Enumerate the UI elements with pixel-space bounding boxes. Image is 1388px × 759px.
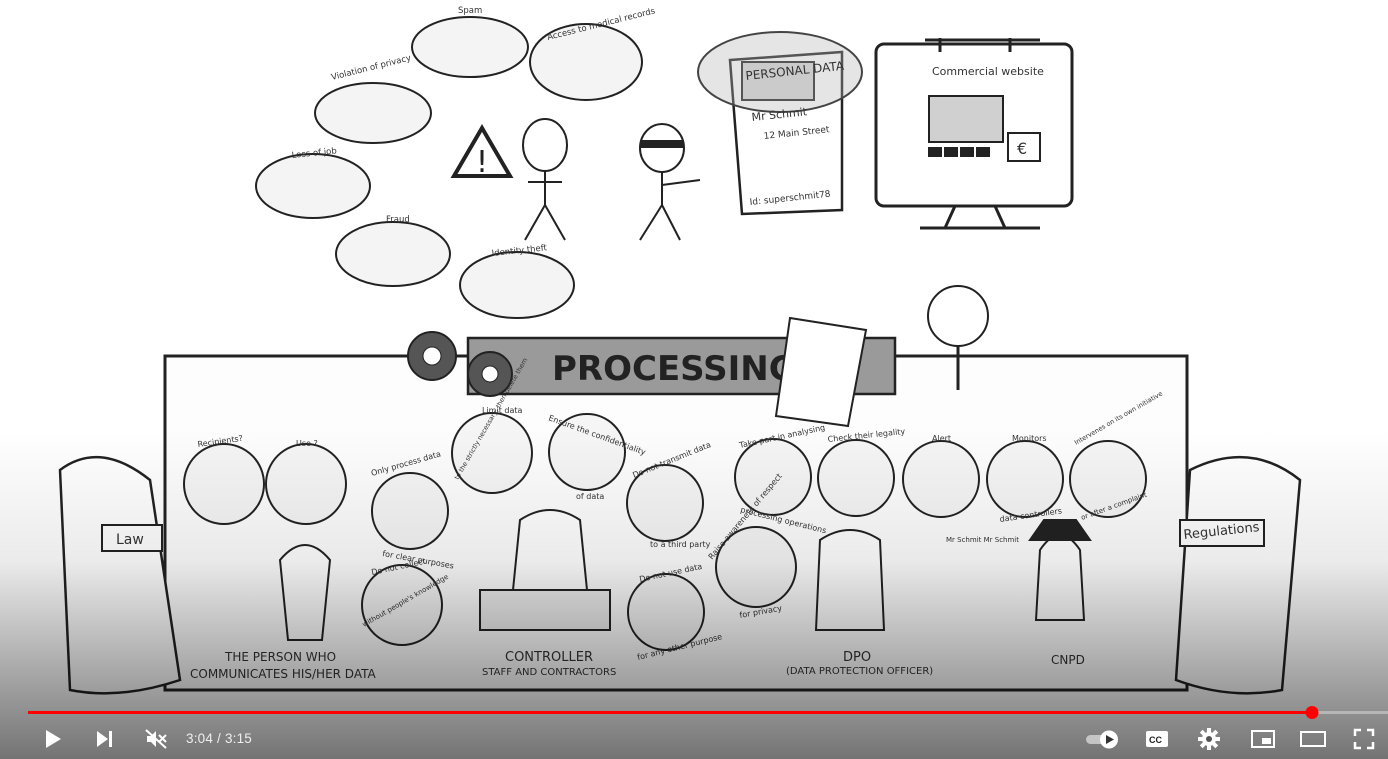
svg-text:Fraud: Fraud — [386, 215, 410, 225]
processing-banner-text: PROCESSING — [552, 349, 797, 389]
svg-text:Monitors: Monitors — [1012, 434, 1047, 443]
svg-text:Law: Law — [116, 532, 144, 548]
svg-text:Use ?: Use ? — [296, 439, 318, 448]
time-separator: / — [213, 731, 225, 746]
svg-text:Commercial website: Commercial website — [932, 65, 1044, 78]
theater-mode-icon — [1300, 731, 1326, 747]
autoplay-toggle-icon — [1086, 730, 1118, 749]
duration: 3:15 — [224, 731, 253, 746]
svg-text:THE PERSON WHO: THE PERSON WHO — [224, 650, 336, 664]
svg-text:of data: of data — [576, 492, 604, 501]
scrubber-handle[interactable] — [1305, 706, 1319, 719]
svg-text:Mr Schmit: Mr Schmit — [751, 105, 808, 124]
svg-text:STAFF AND CONTRACTORS: STAFF AND CONTRACTORS — [482, 667, 616, 678]
captions-icon: CC — [1146, 731, 1168, 747]
svg-text:Mr Schmit Mr Schmit: Mr Schmit Mr Schmit — [946, 536, 1019, 544]
miniplayer-button[interactable] — [1246, 724, 1280, 754]
captions-button[interactable]: CC — [1141, 724, 1173, 754]
svg-text:CC: CC — [1149, 735, 1162, 745]
next-icon — [97, 731, 112, 747]
progress-played — [28, 711, 1312, 714]
time-display: 3:04 / 3:15 — [186, 731, 252, 746]
svg-text:Loss of job: Loss of job — [291, 146, 337, 161]
svg-text:COMMUNICATES HIS/HER DATA: COMMUNICATES HIS/HER DATA — [190, 667, 377, 681]
settings-button[interactable] — [1193, 724, 1225, 754]
svg-text:to a third party: to a third party — [650, 540, 711, 549]
svg-text:DPO: DPO — [843, 650, 871, 665]
autoplay-toggle[interactable] — [1083, 724, 1123, 754]
svg-text:(DATA PROTECTION OFFICER): (DATA PROTECTION OFFICER) — [786, 666, 933, 677]
theater-button[interactable] — [1296, 724, 1330, 754]
svg-text:Alert: Alert — [932, 434, 951, 443]
play-button[interactable] — [36, 724, 68, 754]
svg-text:!: ! — [476, 145, 488, 180]
svg-text:Violation of privacy: Violation of privacy — [330, 53, 412, 83]
fullscreen-button[interactable] — [1348, 724, 1380, 754]
play-icon — [46, 730, 61, 748]
svg-text:Limit data: Limit data — [482, 406, 522, 415]
current-time: 3:04 — [186, 731, 214, 746]
next-button[interactable] — [88, 724, 120, 754]
svg-text:CNPD: CNPD — [1051, 653, 1085, 667]
volume-muted-icon — [145, 729, 167, 749]
fullscreen-icon — [1353, 728, 1375, 750]
svg-text:€: € — [1017, 139, 1027, 158]
mute-button[interactable] — [140, 724, 172, 754]
gear-icon — [1198, 728, 1220, 750]
svg-text:CONTROLLER: CONTROLLER — [505, 650, 593, 665]
progress-bar[interactable] — [28, 706, 1388, 719]
player-controls: 3:04 / 3:15 CC — [0, 720, 1388, 759]
miniplayer-icon — [1251, 730, 1275, 748]
svg-text:Spam: Spam — [458, 6, 482, 16]
risk-illustrations: ! — [255, 16, 1074, 319]
